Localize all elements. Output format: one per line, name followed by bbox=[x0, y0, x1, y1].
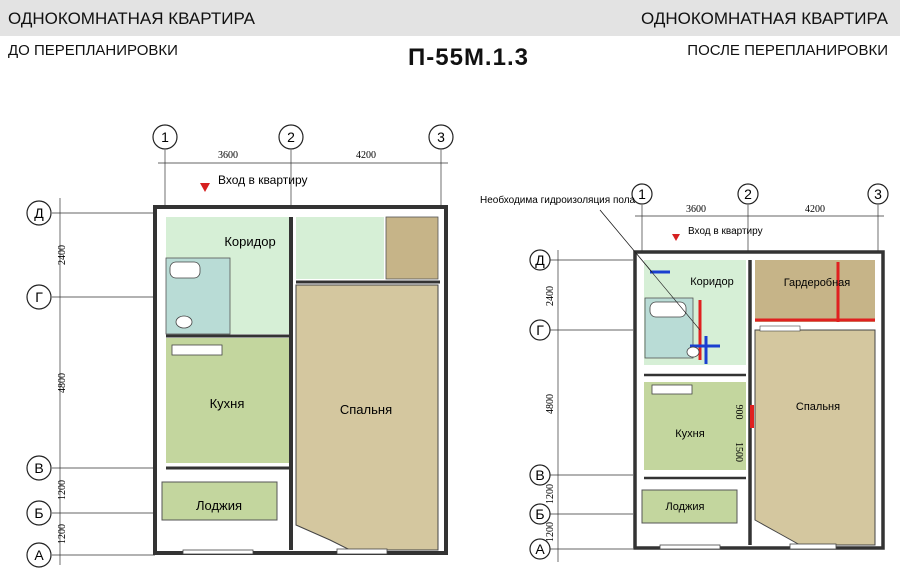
svg-text:А: А bbox=[535, 541, 545, 557]
axis-marker-g-after: Г bbox=[529, 319, 551, 341]
axis-marker-b: Б bbox=[26, 500, 52, 526]
left-title: ОДНОКОМНАТНАЯ КВАРТИРА bbox=[8, 9, 255, 28]
axis-marker-v-after: В bbox=[529, 464, 551, 486]
loggia-area bbox=[161, 481, 278, 521]
dim-4200: 4200 bbox=[356, 150, 376, 161]
wardrobe-area bbox=[755, 260, 875, 322]
waterproofing-note: Необходима гидроизоляция пола bbox=[480, 194, 636, 206]
dim-900: 900 bbox=[733, 405, 744, 420]
corridor-label: Коридор bbox=[224, 234, 275, 249]
dim-4200-after: 4200 bbox=[805, 204, 825, 215]
plan-before: 1 2 3 3600 4200 Д Г В bbox=[26, 124, 454, 568]
toilet-icon bbox=[175, 315, 193, 329]
entrance-arrow-icon-after bbox=[672, 234, 680, 241]
dim-3600-after: 3600 bbox=[686, 204, 706, 215]
bedroom-area bbox=[295, 284, 439, 551]
kitchen-area-after bbox=[644, 382, 746, 470]
axis-marker-g: Г bbox=[26, 284, 52, 310]
dim-3600: 3600 bbox=[218, 150, 238, 161]
bathtub-icon-after bbox=[649, 301, 687, 318]
kitchen-area bbox=[166, 338, 289, 463]
stove-icon-after bbox=[651, 384, 693, 395]
bathtub-icon bbox=[169, 261, 201, 279]
dim-4800-after: 4800 bbox=[545, 394, 556, 414]
bedroom-area-after bbox=[754, 329, 876, 546]
dim-1500: 1500 bbox=[733, 442, 744, 462]
svg-text:Д: Д bbox=[535, 252, 545, 268]
before-subtitle: ДО ПЕРЕПЛАНИРОВКИ bbox=[8, 42, 178, 59]
svg-text:Г: Г bbox=[536, 322, 544, 338]
corridor-label-after: Коридор bbox=[690, 276, 733, 288]
bedroom-label: Спальня bbox=[340, 402, 392, 417]
svg-text:Б: Б bbox=[535, 506, 544, 522]
dim-1200-a-after: 1200 bbox=[545, 484, 556, 504]
axis-marker-b-after: Б bbox=[529, 503, 551, 525]
svg-text:1: 1 bbox=[161, 129, 169, 145]
svg-text:Д: Д bbox=[34, 205, 44, 221]
svg-text:3: 3 bbox=[874, 186, 882, 202]
axis-marker-d: Д bbox=[26, 200, 52, 226]
dim-2400-after: 2400 bbox=[545, 286, 556, 306]
kitchen-label: Кухня bbox=[210, 396, 245, 411]
entrance-arrow-icon bbox=[200, 183, 210, 192]
loggia-area-after bbox=[641, 489, 738, 524]
dim-4800: 4800 bbox=[57, 373, 68, 393]
svg-text:А: А bbox=[34, 547, 44, 563]
closet bbox=[385, 216, 439, 280]
svg-text:3: 3 bbox=[437, 129, 445, 145]
axis-marker-3: 3 bbox=[428, 124, 454, 150]
right-title: ОДНОКОМНАТНАЯ КВАРТИРА bbox=[641, 9, 888, 28]
toilet-icon-after bbox=[686, 346, 700, 358]
svg-text:В: В bbox=[535, 467, 544, 483]
axis-marker-a-after: А bbox=[529, 538, 551, 560]
hall-area bbox=[296, 217, 384, 279]
dim-1200-b: 1200 bbox=[57, 524, 68, 544]
axis-marker-a: А bbox=[26, 542, 52, 568]
plan-after: 1 2 3 3600 4200 Д Г В Б bbox=[480, 183, 889, 562]
corridor-area bbox=[166, 217, 289, 258]
axis-marker-d-after: Д bbox=[529, 249, 551, 271]
kitchen-label-after: Кухня bbox=[675, 428, 704, 440]
axis-marker-3-after: 3 bbox=[867, 183, 889, 205]
loggia-label: Лоджия bbox=[196, 498, 242, 513]
axis-marker-2: 2 bbox=[278, 124, 304, 150]
axis-marker-2-after: 2 bbox=[737, 183, 759, 205]
svg-text:В: В bbox=[34, 460, 43, 476]
axis-marker-1: 1 bbox=[152, 124, 178, 150]
stove-icon bbox=[171, 344, 223, 356]
axis-marker-v: В bbox=[26, 455, 52, 481]
svg-text:1: 1 bbox=[638, 186, 646, 202]
svg-text:Г: Г bbox=[35, 289, 43, 305]
svg-text:2: 2 bbox=[287, 129, 295, 145]
entrance-label-after: Вход в квартиру bbox=[688, 226, 763, 237]
entrance-label: Вход в квартиру bbox=[218, 173, 308, 187]
svg-text:Б: Б bbox=[34, 505, 43, 521]
header-bar: ОДНОКОМНАТНАЯ КВАРТИРА ОДНОКОМНАТНАЯ КВА… bbox=[0, 0, 900, 36]
bedroom-label-after: Спальня bbox=[796, 401, 840, 413]
dim-1200-b-after: 1200 bbox=[545, 522, 556, 542]
loggia-label-after: Лоджия bbox=[666, 501, 705, 513]
dim-2400: 2400 bbox=[57, 245, 68, 265]
after-subtitle: ПОСЛЕ ПЕРЕПЛАНИРОВКИ bbox=[687, 42, 888, 59]
wardrobe-label: Гардеробная bbox=[784, 277, 851, 289]
svg-text:2: 2 bbox=[744, 186, 752, 202]
series-title: П-55М.1.3 bbox=[408, 44, 529, 71]
dim-1200-a: 1200 bbox=[57, 480, 68, 500]
axis-marker-1-after: 1 bbox=[631, 183, 653, 205]
